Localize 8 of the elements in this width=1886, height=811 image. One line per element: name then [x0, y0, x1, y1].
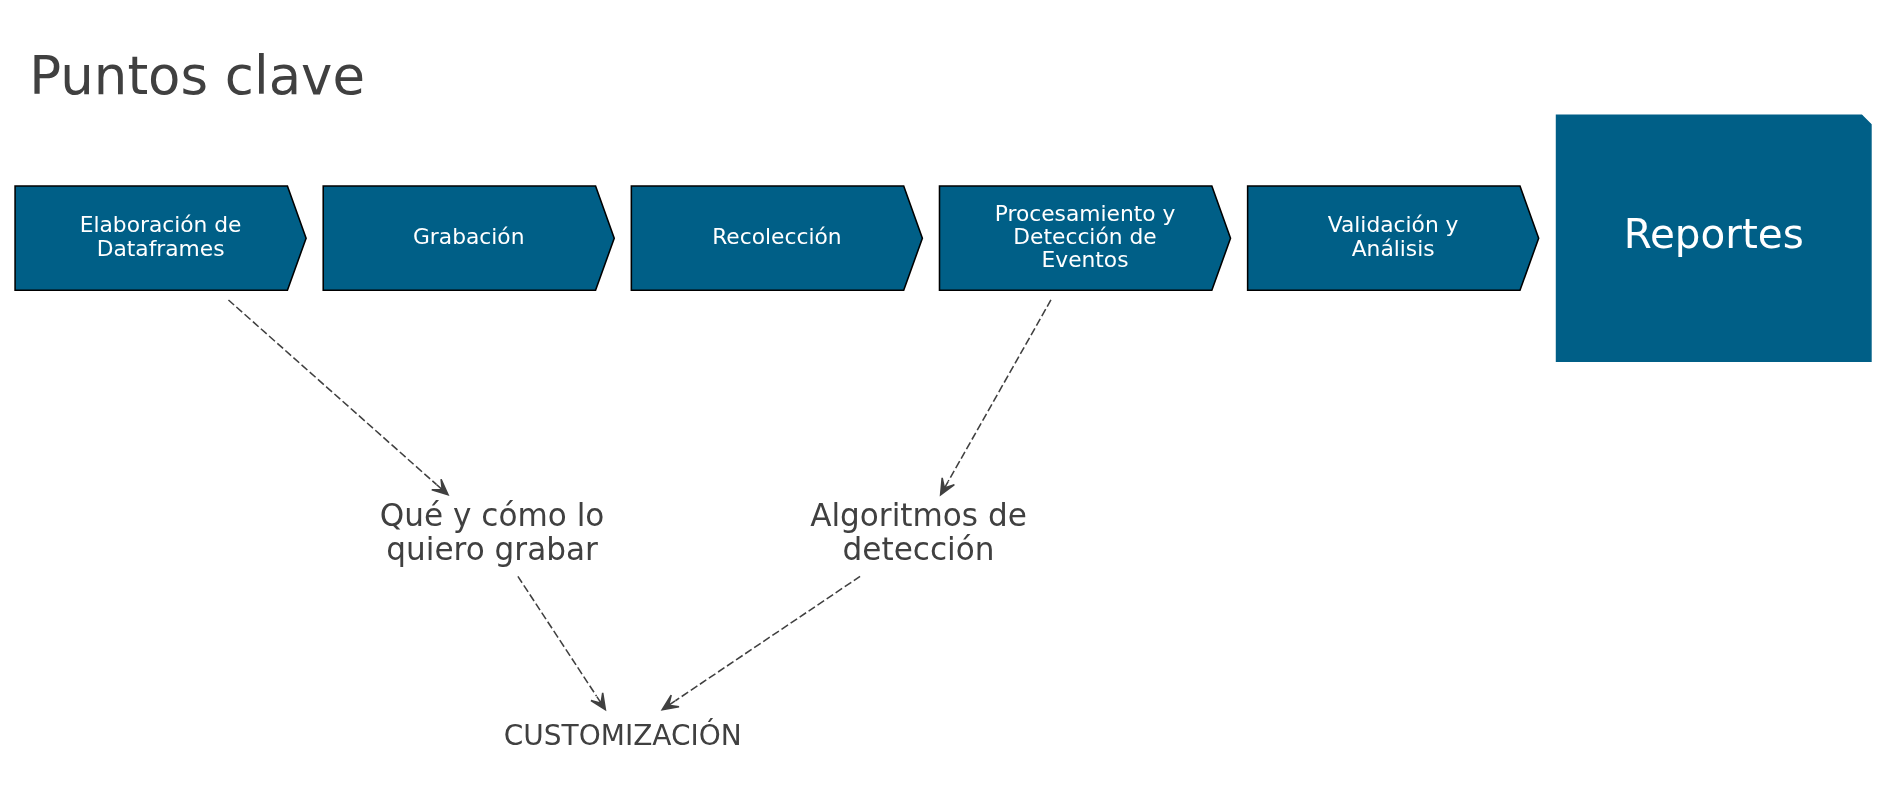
- arrow: [939, 299, 1052, 496]
- node-text: Algoritmos de detección: [810, 497, 1027, 568]
- arrow: [227, 299, 449, 496]
- diagram-title: Puntos clave: [29, 44, 365, 106]
- arrow: [661, 575, 861, 711]
- node-text: CUSTOMIZACIÓN: [503, 718, 742, 752]
- arrow: [517, 575, 607, 711]
- node-text: Qué y cómo lo quiero grabar: [379, 497, 605, 568]
